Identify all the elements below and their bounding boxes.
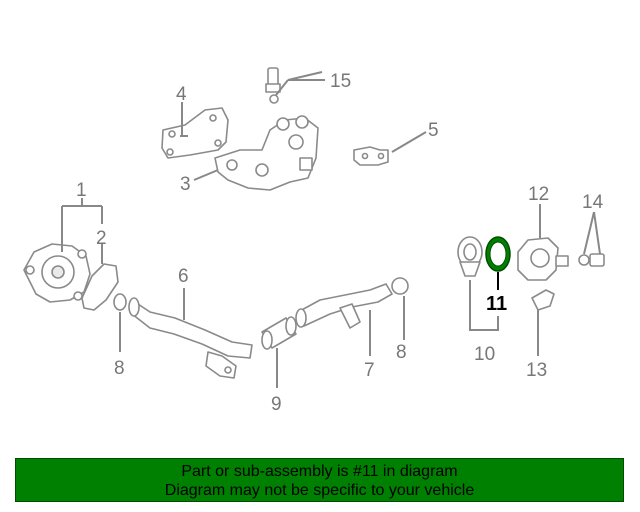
callout-12: 12 bbox=[528, 184, 549, 205]
callout-13: 13 bbox=[526, 360, 547, 381]
part-7-pipe bbox=[295, 283, 393, 329]
callout-11: 11 bbox=[486, 293, 507, 315]
part-13-bracket bbox=[531, 289, 555, 311]
highlight-banner: Part or sub-assembly is #11 in diagram D… bbox=[15, 458, 624, 502]
part-15-sensor bbox=[265, 67, 281, 104]
callout-14: 14 bbox=[582, 192, 604, 213]
part-3-housing bbox=[214, 115, 319, 191]
callout-8-right: 8 bbox=[396, 342, 407, 363]
part-2-gasket bbox=[81, 263, 119, 311]
leader-lines bbox=[61, 71, 601, 388]
parts-diagram: 15 4 3 5 1 2 6 8 9 7 8 10 11 12 13 14 bbox=[23, 67, 605, 415]
callout-6: 6 bbox=[178, 266, 189, 287]
callout-10: 10 bbox=[474, 344, 495, 365]
part-8-oring-left bbox=[113, 293, 127, 311]
part-6-pipe bbox=[128, 297, 253, 379]
callout-5: 5 bbox=[428, 120, 439, 141]
part-8-oring-right bbox=[391, 277, 409, 295]
part-1-water-pump bbox=[23, 243, 91, 303]
part-4-gasket bbox=[161, 107, 229, 159]
banner-line-1: Part or sub-assembly is #11 in diagram bbox=[181, 463, 458, 480]
callout-8-left: 8 bbox=[114, 358, 125, 379]
banner-line-2: Diagram may not be specific to your vehi… bbox=[164, 482, 475, 499]
callout-1: 1 bbox=[76, 180, 87, 201]
part-11-gasket-highlight bbox=[485, 236, 511, 272]
callout-15: 15 bbox=[330, 71, 351, 92]
callout-3: 3 bbox=[180, 174, 191, 195]
callout-2: 2 bbox=[96, 228, 107, 249]
callout-7: 7 bbox=[364, 360, 375, 381]
part-10-thermostat bbox=[457, 236, 483, 277]
part-14-sensor bbox=[578, 253, 605, 267]
callout-9: 9 bbox=[271, 394, 282, 415]
callout-4: 4 bbox=[176, 84, 187, 105]
part-5-bracket bbox=[353, 146, 389, 166]
part-12-cover bbox=[517, 237, 569, 281]
part-9-hose bbox=[261, 316, 297, 350]
